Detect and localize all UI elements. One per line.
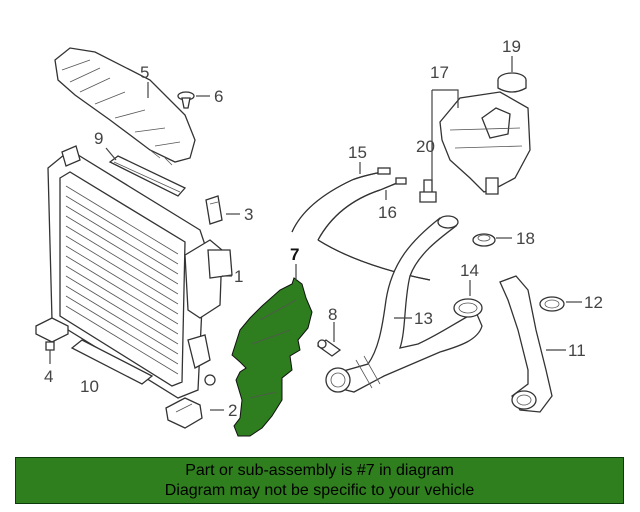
callout-labels: 5 6 9 3 1 2 4 10 7 8 15 16 17 20 19 18 1… xyxy=(44,37,603,420)
part-18-grommet[interactable] xyxy=(472,233,496,247)
callout-19[interactable]: 19 xyxy=(502,37,521,56)
part-1-radiator[interactable] xyxy=(47,145,233,399)
callout-10[interactable]: 10 xyxy=(80,377,99,396)
part-6-clip[interactable] xyxy=(177,91,195,109)
part-12-clamp[interactable] xyxy=(539,296,565,312)
part-5-air-duct[interactable] xyxy=(54,47,196,166)
part-2-lower-mount[interactable] xyxy=(165,397,203,429)
info-banner: Part or sub-assembly is #7 in diagram Di… xyxy=(15,457,624,504)
banner-line-1: Part or sub-assembly is #7 in diagram xyxy=(185,462,454,479)
callout-6[interactable]: 6 xyxy=(214,87,223,106)
callout-3[interactable]: 3 xyxy=(244,205,253,224)
part-16-hose[interactable] xyxy=(317,177,431,281)
callout-15[interactable]: 15 xyxy=(348,143,367,162)
part-4-mount[interactable] xyxy=(35,317,69,351)
callout-17[interactable]: 17 xyxy=(430,63,449,82)
part-20-sensor[interactable] xyxy=(419,179,437,203)
parts-diagram: 5 6 9 3 1 2 4 10 7 8 15 16 17 20 19 18 1… xyxy=(35,37,603,437)
callout-20[interactable]: 20 xyxy=(416,137,435,156)
callout-18[interactable]: 18 xyxy=(516,229,535,248)
callout-12[interactable]: 12 xyxy=(584,293,603,312)
part-11-hose[interactable] xyxy=(499,275,553,413)
part-19-cap[interactable] xyxy=(497,72,527,93)
part-17-reservoir[interactable] xyxy=(439,91,531,195)
callout-16[interactable]: 16 xyxy=(378,203,397,222)
banner-line-2: Diagram may not be specific to your vehi… xyxy=(164,482,475,499)
callout-11[interactable]: 11 xyxy=(568,341,586,360)
callout-1[interactable]: 1 xyxy=(234,267,243,286)
callout-9[interactable]: 9 xyxy=(94,129,103,148)
part-10-deflector[interactable] xyxy=(70,339,154,385)
callout-lines xyxy=(49,56,582,411)
callout-5[interactable]: 5 xyxy=(140,63,149,82)
callout-7[interactable]: 7 xyxy=(290,245,299,264)
callout-13[interactable]: 13 xyxy=(414,309,433,328)
callout-8[interactable]: 8 xyxy=(328,305,337,324)
part-7-shroud-highlighted[interactable] xyxy=(231,277,313,437)
part-3-bracket[interactable] xyxy=(205,195,223,225)
part-15-hose[interactable] xyxy=(291,167,391,233)
callout-14[interactable]: 14 xyxy=(460,261,479,280)
part-14-clamp[interactable] xyxy=(453,298,483,318)
part-9-seal[interactable] xyxy=(108,155,187,197)
callout-2[interactable]: 2 xyxy=(228,401,237,420)
part-8-bolt[interactable] xyxy=(316,339,342,357)
callout-4[interactable]: 4 xyxy=(44,367,53,386)
part-13-hose[interactable] xyxy=(325,215,483,393)
